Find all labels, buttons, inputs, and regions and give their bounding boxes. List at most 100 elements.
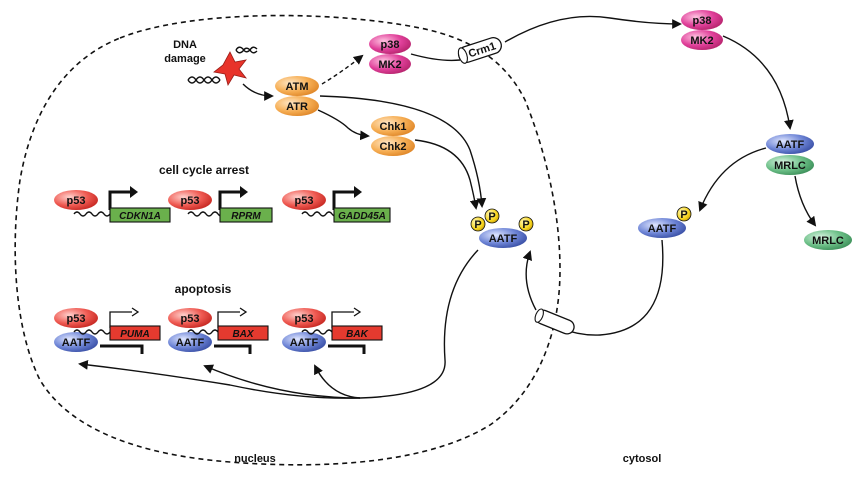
- p53-node: [54, 190, 98, 210]
- mrlc-free-label: MRLC: [812, 235, 844, 247]
- phospho-icon: [470, 216, 486, 232]
- nucleus-label: nucleus: [234, 453, 276, 465]
- phospho-icon: [676, 206, 692, 222]
- dna-damage-group: DNA damage: [164, 39, 258, 87]
- inhibition-bar-icon: [100, 344, 144, 354]
- chk2-node: [371, 136, 415, 156]
- aatf-label: AATF: [62, 337, 91, 349]
- line-aatf-to-apoptosis: [78, 249, 479, 399]
- aatf-p-cyto-label: AATF: [648, 223, 677, 235]
- arrest-gene-rprm: p53 RPRM: [168, 186, 273, 223]
- p38-cyto-node: [681, 10, 723, 30]
- phospho-icon: [484, 208, 500, 224]
- aatf-mrlc-complex: AATF MRLC: [766, 134, 814, 175]
- gene-box: [109, 325, 161, 341]
- promoter-arrow-icon: [332, 190, 354, 210]
- import-end: [534, 308, 544, 323]
- aatf-cyto-node: [766, 134, 814, 154]
- aatf-cyto-label: AATF: [776, 139, 805, 151]
- phospho-label: P: [522, 219, 529, 231]
- apoptosis-gene-bax: p53 AATF BAX: [168, 307, 269, 354]
- nucleus-membrane: [14, 14, 561, 466]
- arrow-to-bax-aatf: [203, 364, 361, 399]
- atm-node: [275, 76, 319, 96]
- mrlc-bound-label: MRLC: [774, 160, 806, 172]
- promoter-arrowhead: [239, 307, 248, 317]
- p53-label: p53: [295, 195, 314, 207]
- arrow-to-mrlc-free: [794, 175, 817, 227]
- gene-label: BAX: [232, 329, 254, 340]
- arrow-to-aatf-p: [698, 147, 767, 212]
- chk1-chk2-complex: Chk1 Chk2: [371, 116, 415, 156]
- promoter-arrow-icon: [109, 311, 132, 328]
- gene-box: [331, 325, 383, 341]
- atr-node: [275, 96, 319, 116]
- mk2-label: MK2: [378, 59, 401, 71]
- damage-star-icon: [213, 51, 248, 87]
- aatf-phospho-cytosolic: AATF P: [638, 206, 692, 238]
- promoter-arrowhead: [240, 186, 248, 198]
- cytosol-label: cytosol: [623, 453, 662, 465]
- p53-node: [282, 308, 326, 328]
- inhibition-bar-icon: [328, 344, 366, 354]
- arrow-atr-to-aatf: [319, 95, 487, 208]
- phospho-label: P: [680, 209, 687, 221]
- arrow-p38-to-aatf-mrlc: [722, 35, 794, 130]
- arrest-gene-cdkn1a: p53 CDKN1A: [54, 186, 171, 223]
- inhibition-bar-icon: [214, 344, 252, 354]
- chk1-label: Chk1: [380, 121, 407, 133]
- promoter-arrow-icon: [217, 311, 240, 328]
- p53-node: [168, 308, 212, 328]
- aatf-node: [54, 332, 98, 352]
- arrow-chk-to-aatf: [414, 139, 480, 210]
- mrlc-free-node: [804, 230, 852, 250]
- dna-strand-icon: [187, 211, 225, 217]
- mk2-cyto-label: MK2: [690, 35, 713, 47]
- gene-box: [333, 207, 391, 223]
- arrow-damage-to-atm: [242, 83, 274, 101]
- line-p38-to-crm1: [410, 53, 461, 62]
- gene-label: CDKN1A: [119, 211, 161, 222]
- p38-cyto-label: p38: [693, 15, 712, 27]
- aatf-p-cyto-node: [638, 218, 686, 238]
- dna-strand-icon: [235, 46, 258, 53]
- gene-box: [219, 207, 273, 223]
- atr-label: ATR: [286, 101, 308, 113]
- apoptosis-gene-bak: p53 AATF BAK: [282, 307, 383, 354]
- import-channel: [534, 308, 575, 335]
- gene-box: [109, 207, 171, 223]
- dna-strand-icon: [187, 76, 221, 84]
- arrest-gene-gadd45a: p53 GADD45A: [282, 186, 391, 223]
- arrow-atr-to-chk: [317, 109, 370, 141]
- arrow-atm-to-p38: [321, 54, 364, 85]
- p53-label: p53: [67, 195, 86, 207]
- gene-label: PUMA: [120, 329, 149, 340]
- promoter-arrow-icon: [218, 190, 240, 210]
- p38-node: [369, 34, 411, 54]
- dna-strand-icon: [235, 47, 258, 54]
- p53-node: [168, 190, 212, 210]
- phospho-icon: [518, 216, 534, 232]
- apoptosis-gene-puma: p53 AATF PUMA: [54, 307, 161, 354]
- crm1-end: [457, 47, 468, 64]
- phospho-label: P: [474, 219, 481, 231]
- dna-label: DNA: [173, 39, 197, 51]
- p38-label: p38: [381, 39, 400, 51]
- promoter-arrowhead: [131, 307, 140, 317]
- gene-label: GADD45A: [338, 211, 386, 222]
- aatf-phospho-nuclear: AATF P P P: [470, 208, 534, 248]
- gene-label: BAK: [346, 329, 368, 340]
- line-aatf-p-to-import: [559, 239, 664, 336]
- promoter-arrow-icon: [331, 311, 354, 328]
- atm-label: ATM: [285, 81, 308, 93]
- aatf-label: AATF: [290, 337, 319, 349]
- promoter-arrowhead: [130, 186, 138, 198]
- apoptosis-title: apoptosis: [175, 282, 232, 296]
- gene-box: [217, 325, 269, 341]
- cell-cycle-arrest-title: cell cycle arrest: [159, 163, 249, 177]
- aatf-label: AATF: [176, 337, 205, 349]
- mk2-node: [369, 54, 411, 74]
- chk1-node: [371, 116, 415, 136]
- atm-atr-complex: ATM ATR: [275, 76, 319, 116]
